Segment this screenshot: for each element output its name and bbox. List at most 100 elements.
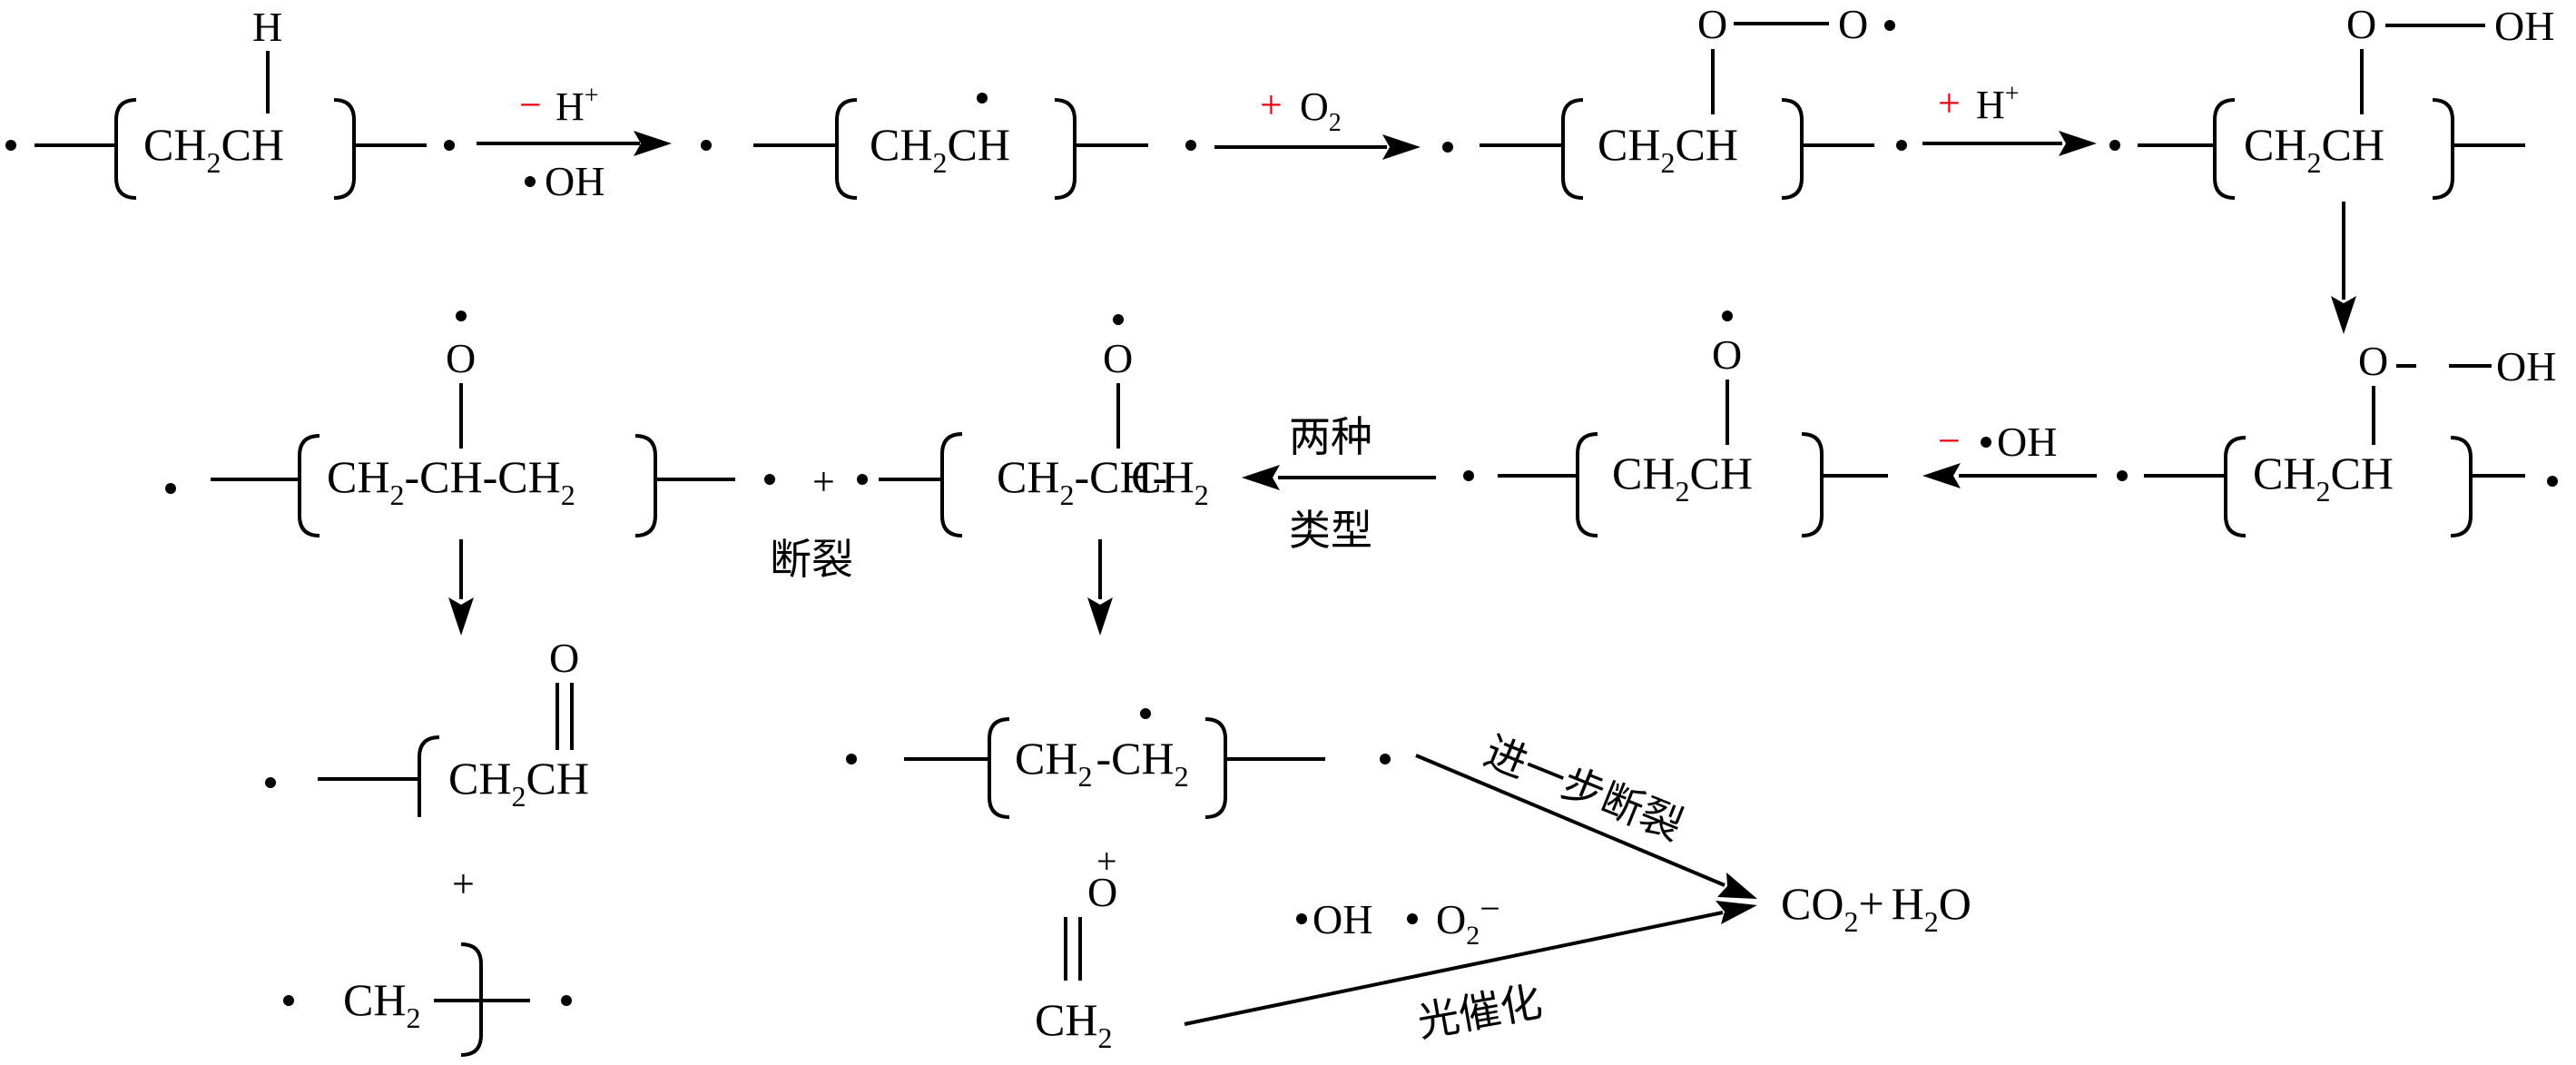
reaction-arrow-line xyxy=(1184,911,1724,1026)
plus-sign: + xyxy=(1260,83,1283,127)
radical-dot xyxy=(701,140,712,151)
oxygen-atom: O xyxy=(446,335,476,381)
reaction-arrowhead xyxy=(634,131,672,156)
svg-text:O2: O2 xyxy=(1300,84,1342,137)
reaction-arrowhead xyxy=(2331,296,2356,334)
arrow-step-6: 两种 类型 xyxy=(1242,412,1436,555)
svg-text:CH2CH: CH2CH xyxy=(448,753,589,813)
arrow-down-left xyxy=(448,539,474,636)
svg-text:CH2-CH-CH2: CH2-CH-CH2 xyxy=(997,451,1209,511)
polymer-unit-carbon-radical: CH2CH xyxy=(701,93,1196,200)
bracket-right xyxy=(1801,432,1824,537)
arrow-step-3: + H+ xyxy=(1922,80,2097,156)
bracket-left xyxy=(114,98,137,200)
label-cleavage: 断裂 xyxy=(770,535,853,584)
polymer-unit-peroxy-radical: CH2CH O O xyxy=(1442,1,1907,200)
radical-dot xyxy=(2117,470,2128,481)
arrow-step-5: − OH xyxy=(1922,419,2097,488)
minus-sign: − xyxy=(1938,419,1961,463)
polymer-unit-alkoxy-chain: CH2-CH-CH2 O xyxy=(165,311,735,537)
product-formaldehyde-cation: O + CH2 xyxy=(1035,841,1117,1054)
oxygen-atom: O xyxy=(2346,1,2376,47)
h-atom: H xyxy=(252,4,282,50)
radical-dot xyxy=(2109,140,2120,151)
radical-dot xyxy=(1463,470,1474,481)
superscript-plus: + xyxy=(1096,841,1117,882)
arrow-photocatalysis: OH O2− 光催化 xyxy=(1184,888,1757,1047)
bracket-left xyxy=(2224,436,2247,537)
reaction-arrow-line xyxy=(1415,754,1726,887)
svg-text:CH2CH: CH2CH xyxy=(870,119,1010,179)
radical-dot xyxy=(1185,140,1196,151)
svg-text:CH2: CH2 xyxy=(1035,994,1112,1054)
radical-dot xyxy=(1407,913,1418,924)
arrow-step-1: − H+ OH xyxy=(477,82,672,204)
reaction-arrowhead xyxy=(448,597,474,636)
radical-dot xyxy=(561,995,572,1006)
reaction-arrowhead xyxy=(1382,134,1421,160)
bracket-right xyxy=(2432,98,2454,200)
label-further-cleavage: 进一步断裂 xyxy=(1478,726,1689,850)
arrow-down-middle xyxy=(1087,539,1113,636)
svg-text:CH2CH: CH2CH xyxy=(2253,448,2394,508)
radical-dot xyxy=(265,777,276,788)
cleavage-plus: + 断裂 xyxy=(764,459,853,584)
bracket-right xyxy=(2450,436,2473,537)
svg-text:CO2+H2O: CO2+H2O xyxy=(1781,878,1971,938)
radical-dot xyxy=(1884,20,1895,31)
svg-text:CH2CH: CH2CH xyxy=(2244,119,2384,179)
svg-text:H+: H+ xyxy=(1976,80,2020,127)
svg-text:CH2: CH2 xyxy=(343,974,420,1034)
radical-dot xyxy=(764,474,775,485)
oxygen-atom: O xyxy=(1712,331,1742,378)
radical-dot xyxy=(1296,913,1307,924)
radical-dot xyxy=(1722,311,1733,321)
reaction-arrowhead xyxy=(1716,901,1757,924)
oxygen-atom: O xyxy=(2358,338,2388,384)
label-photocatalysis: 光催化 xyxy=(1414,977,1546,1047)
radical-dot xyxy=(846,754,857,764)
product-aldehyde-chain: CH2CH O + xyxy=(265,635,589,906)
radical-dot xyxy=(525,176,536,187)
bracket-left xyxy=(1576,432,1598,537)
polymer-unit-hydroperoxide: CH2CH O OH xyxy=(2109,1,2554,200)
product-methylene-end: CH2 xyxy=(283,942,572,1057)
hydroxyl-radical: OH xyxy=(545,158,605,204)
radical-dot xyxy=(444,140,455,151)
plus-sign: + xyxy=(452,862,475,906)
polymer-unit-alkoxy-radical: CH2CH O xyxy=(1463,311,1888,537)
svg-text:CH2CH: CH2CH xyxy=(1612,448,1753,508)
bracket-left xyxy=(988,717,1010,819)
bracket-right xyxy=(333,98,356,200)
hydroxyl-group: OH xyxy=(2496,343,2556,390)
product-carbon-radical-chain: CH2-CH2 xyxy=(846,708,1391,819)
oxygen-atom: O xyxy=(1087,869,1117,915)
radical-dot xyxy=(857,474,868,485)
radical-dot xyxy=(165,483,176,494)
reaction-arrowhead xyxy=(1717,873,1757,899)
radical-dot xyxy=(1380,754,1391,764)
minus-sign: − xyxy=(519,83,542,127)
polymer-unit-hydroperoxide-cleaving: CH2CH O OH xyxy=(2117,338,2558,537)
reaction-arrowhead xyxy=(1922,463,1961,488)
arrow-further-cleavage: 进一步断裂 xyxy=(1415,726,1757,899)
svg-text:CH2-CH-CH2: CH2-CH-CH2 xyxy=(327,451,575,511)
arrow-down-right xyxy=(2331,202,2356,334)
svg-text:CH2-CH2: CH2-CH2 xyxy=(1015,733,1189,793)
radical-dot xyxy=(456,311,467,321)
svg-text:CH2CH: CH2CH xyxy=(143,119,284,179)
bracket-left xyxy=(418,735,440,817)
svg-text:O2−: O2− xyxy=(1436,888,1500,951)
arrow-step-2: + O2 xyxy=(1214,83,1421,160)
oxygen-atom: O xyxy=(549,635,579,681)
bracket-left xyxy=(835,98,858,200)
radical-dot xyxy=(1896,140,1907,151)
radical-dot xyxy=(1442,142,1453,153)
svg-text:CH2CH: CH2CH xyxy=(1598,119,1738,179)
bracket-right xyxy=(634,434,657,537)
hydroxyl-group: OH xyxy=(2494,3,2554,49)
radical-dot xyxy=(1113,314,1124,325)
label-two-types-line2: 类型 xyxy=(1289,506,1372,555)
bracket-left xyxy=(2213,98,2236,200)
hydroxyl-radical: OH xyxy=(1997,419,2057,465)
